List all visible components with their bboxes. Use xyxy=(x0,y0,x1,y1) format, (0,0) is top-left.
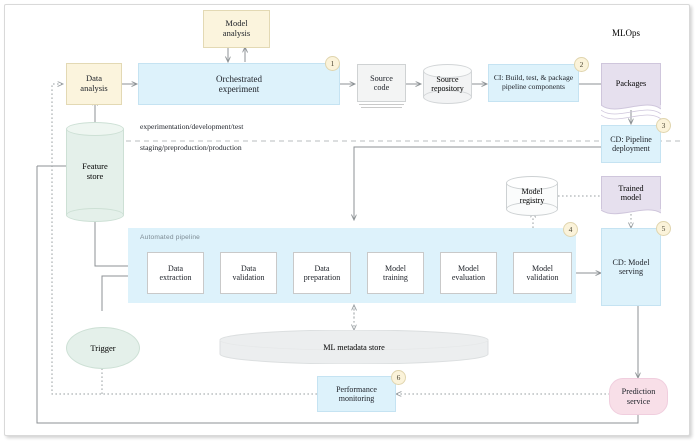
source-code-stack-line-2 xyxy=(361,107,402,108)
trained-model-wave xyxy=(601,209,661,215)
trained-model-body xyxy=(601,176,661,210)
cylinder-body xyxy=(66,129,124,215)
badge-4: 4 xyxy=(563,222,578,237)
packages-body xyxy=(601,63,661,105)
page-title: MLOps xyxy=(612,28,641,38)
label-environment-lower: staging/preproduction/production xyxy=(140,143,242,152)
node-ml-metadata-store[interactable]: ML metadata store xyxy=(216,330,492,364)
metadata-disk-shape xyxy=(219,330,489,364)
source-code-stack-line-1 xyxy=(359,104,404,105)
node-trigger[interactable]: Trigger xyxy=(66,327,140,369)
badge-3: 3 xyxy=(656,118,671,133)
node-trigger-label: Trigger xyxy=(90,343,116,353)
cylinder-bottom xyxy=(66,208,124,222)
badge-6: 6 xyxy=(391,370,406,385)
badge-2: 2 xyxy=(574,57,589,72)
cylinder-top xyxy=(423,64,472,78)
cylinder-top xyxy=(66,122,124,136)
cylinder-bottom xyxy=(423,90,472,104)
cylinder-bottom xyxy=(506,202,558,216)
cylinder-top xyxy=(506,176,558,190)
node-ml-metadata-store-label: ML metadata store xyxy=(323,342,385,352)
automated-pipeline-label: Automated pipeline xyxy=(140,234,201,241)
badge-5: 5 xyxy=(656,221,671,236)
node-packages-label: Packages xyxy=(615,79,647,89)
node-packages[interactable]: Packages xyxy=(601,63,661,120)
label-environment-upper: experimentation/development/test xyxy=(140,122,244,131)
badge-1: 1 xyxy=(325,56,340,71)
packages-wave xyxy=(601,104,661,120)
